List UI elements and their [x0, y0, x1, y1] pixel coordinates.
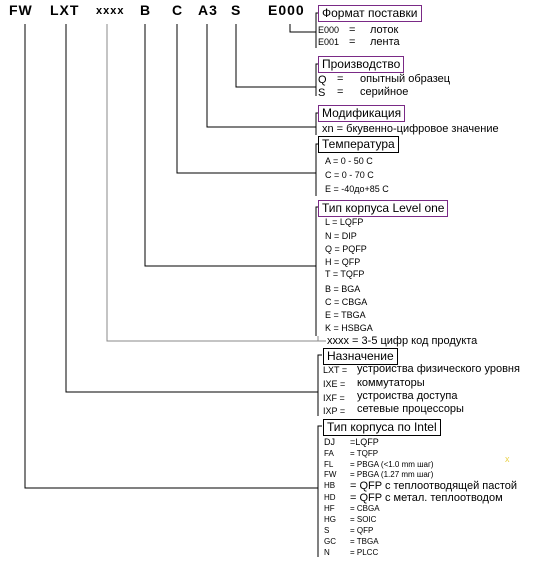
package-l1-item-8: K = HSBGA	[325, 323, 373, 333]
connector-c	[176, 24, 320, 174]
purpose-code-0: LXT =	[323, 365, 348, 375]
purpose-code-1: IXE =	[323, 379, 346, 389]
package-intel-text-5: = QFP с метал. теплоотводом	[350, 492, 503, 504]
purpose-text-0: устроиства физического уровня	[357, 363, 520, 375]
delivery-sep-1: =	[349, 36, 356, 48]
delivery-sep-0: =	[349, 24, 356, 36]
package-l1-item-3: H = QFP	[325, 257, 361, 267]
purpose-title: Назначение	[323, 348, 398, 365]
code-s: S	[231, 2, 242, 18]
package-l1-item-7: E = TBGA	[325, 310, 366, 320]
package-intel-code-6: HF	[324, 504, 335, 513]
package-intel-code-10: N	[324, 548, 330, 557]
stray-mark: x	[505, 454, 510, 464]
package-intel-code-7: HG	[324, 515, 336, 524]
package-intel-code-2: FL	[324, 460, 334, 469]
purpose-text-2: устроиства доступа	[357, 390, 458, 402]
package-intel-text-9: = TBGA	[350, 537, 379, 546]
production-sep-0: =	[337, 73, 344, 85]
production-title: Производство	[318, 56, 405, 73]
package-l1-item-1: N = DIP	[325, 231, 357, 241]
package-intel-code-3: FW	[324, 470, 337, 479]
package-intel-text-1: = TQFP	[350, 449, 379, 458]
production-code-0: Q	[318, 74, 327, 86]
package-l1-title: Тип корпуса Level one	[318, 200, 449, 217]
package-intel-text-8: = QFP	[350, 526, 374, 535]
package-intel-code-1: FA	[324, 449, 334, 458]
code-fw: FW	[9, 2, 33, 18]
production-text-1: серийное	[360, 86, 409, 98]
code-b: B	[140, 2, 152, 18]
production-text-0: опытный образец	[360, 73, 451, 85]
purpose-text-3: сетевые процессоры	[357, 403, 464, 415]
connector-xxxx	[106, 24, 319, 342]
delivery-code-0: E000	[318, 25, 340, 35]
production-code-1: S	[318, 87, 326, 99]
purpose-code-3: IXP =	[323, 406, 346, 416]
purpose-text-1: коммутаторы	[357, 377, 425, 389]
purpose-code-2: IXF =	[323, 393, 345, 403]
package-intel-code-4: HB	[324, 481, 336, 490]
code-a3: A3	[198, 2, 218, 18]
package-intel-text-4: = QFP с теплоотводящей пастой	[350, 480, 518, 492]
code-lxt: LXT	[50, 2, 80, 18]
delivery-text-1: лента	[370, 36, 400, 48]
code-c: C	[172, 2, 184, 18]
connector-lxt	[65, 24, 322, 393]
package-intel-text-0: =LQFP	[350, 437, 379, 447]
package-l1-item-6: C = CBGA	[325, 297, 368, 307]
temperature-item-0: A = 0 - 50 C	[325, 156, 373, 166]
package-intel-text-2: = PBGA (<1.0 mm шаг)	[350, 460, 434, 469]
product-code-line: xxxx = 3-5 цифр код продукта	[327, 335, 478, 347]
delivery-code-1: E001	[318, 37, 340, 47]
package-intel-title: Тип корпуса по Intel	[323, 419, 441, 436]
package-intel-code-9: GC	[324, 537, 336, 546]
code-e000: E000	[268, 2, 305, 18]
modification-line: xn = бкувенно-цифровое значение	[322, 123, 499, 135]
modification-title: Модификация	[318, 105, 406, 122]
package-intel-text-10: = PLCC	[350, 548, 379, 557]
delivery-text-0: лоток	[370, 24, 399, 36]
package-l1-item-4: T = TQFP	[325, 269, 365, 279]
package-intel-text-7: = SOIC	[350, 515, 377, 524]
package-intel-text-6: = CBGA	[350, 504, 380, 513]
temperature-item-2: E = -40до+85 С	[325, 184, 389, 194]
connector-a3	[206, 24, 320, 128]
package-intel-code-8: S	[324, 526, 330, 535]
production-sep-1: =	[337, 86, 344, 98]
package-intel-code-0: DJ	[324, 437, 335, 447]
package-intel-code-5: HD	[324, 493, 336, 502]
package-l1-item-0: L = LQFP	[325, 217, 364, 227]
package-l1-item-2: Q = PQFP	[325, 244, 367, 254]
connector-fw	[24, 24, 322, 489]
temperature-title: Температура	[318, 136, 399, 153]
temperature-item-1: C = 0 - 70 C	[325, 170, 374, 180]
package-l1-item-5: B = BGA	[325, 284, 361, 294]
connector-s	[235, 24, 320, 88]
package-intel-text-3: = PBGA (1.27 mm шаг)	[350, 470, 434, 479]
connector-b	[144, 24, 320, 267]
code-xxxx: xxxx	[96, 5, 125, 17]
delivery-title: Формат поставки	[318, 5, 422, 22]
